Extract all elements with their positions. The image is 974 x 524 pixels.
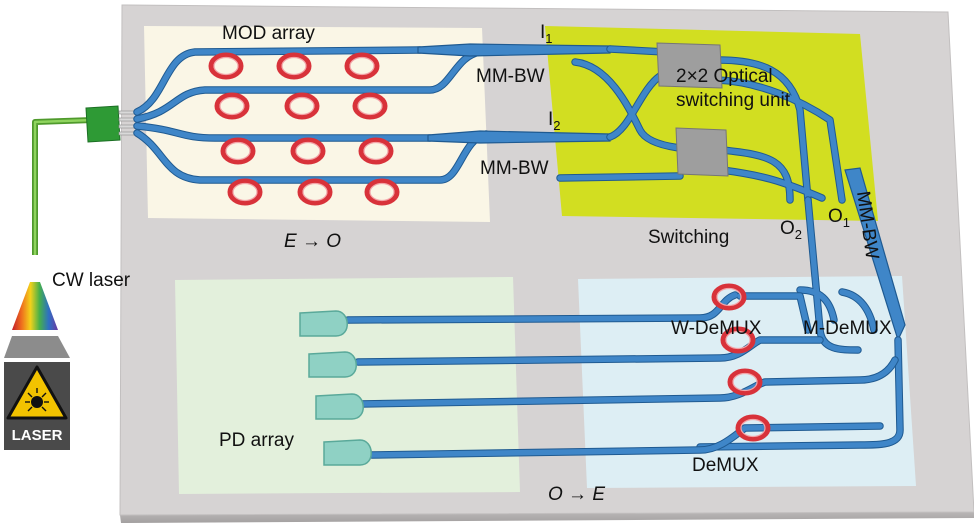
micro-ring	[290, 137, 326, 165]
mod-array-label: MOD array	[222, 23, 315, 44]
micro-ring	[284, 92, 320, 120]
switch-unit-1	[656, 42, 723, 89]
micro-ring	[214, 92, 250, 120]
micro-ring	[720, 326, 756, 354]
mm-bw-taper-mid	[427, 130, 611, 144]
mm-bw-top-label: MM-BW	[476, 66, 545, 87]
mod-rings	[208, 52, 400, 206]
pd-array	[299, 310, 372, 466]
laser-sign-label: LASER	[12, 427, 63, 444]
demux-region	[578, 276, 916, 488]
output-1-label: O1	[828, 206, 850, 230]
e-to-o-label: E → O	[284, 231, 341, 252]
photodetector	[315, 393, 364, 420]
mm-bw-mid-label: MM-BW	[480, 158, 549, 179]
mm-bw-taper-right	[844, 167, 906, 342]
micro-ring	[208, 52, 244, 80]
micro-ring	[344, 52, 380, 80]
micro-ring	[352, 92, 388, 120]
rainbow-beam-icon	[12, 282, 58, 330]
fiber-array-connector	[85, 105, 121, 143]
photodetector	[323, 439, 372, 466]
laser-hazard-symbol	[31, 396, 43, 408]
w-demux-label: W-DeMUX	[671, 318, 762, 339]
m-demux-label: M-DeMUX	[803, 318, 892, 339]
switch-unit-2	[675, 127, 729, 177]
micro-ring	[364, 178, 400, 206]
micro-ring	[276, 52, 312, 80]
output-2-label: O2	[780, 218, 802, 242]
micro-ring	[220, 137, 256, 165]
micro-ring	[297, 178, 333, 206]
demux-rings	[711, 283, 771, 442]
mm-bw-taper-top	[417, 43, 611, 57]
photodetector	[308, 351, 357, 378]
cw-laser-label: CW laser	[52, 270, 131, 291]
pd-region	[175, 277, 520, 494]
micro-ring	[711, 283, 747, 311]
demux-label: DeMUX	[692, 455, 759, 476]
micro-ring	[358, 137, 394, 165]
micro-ring	[735, 414, 771, 442]
optical-fiber-highlight	[33, 118, 94, 255]
input-2-label: I2	[548, 109, 561, 133]
micro-ring	[727, 368, 763, 396]
laser-hazard-rays	[25, 388, 49, 412]
bus-waveguides	[696, 196, 904, 451]
switch-region	[545, 26, 878, 221]
pd-array-label: PD array	[219, 430, 294, 451]
input-1-label: I1	[540, 22, 553, 46]
photodetector	[299, 310, 348, 337]
laser-aperture	[4, 336, 70, 358]
o-to-e-label: O → E	[548, 484, 605, 505]
micro-ring	[227, 178, 263, 206]
optical-fiber	[32, 117, 94, 255]
switch-unit-label: 2×2 Optical switching unit	[676, 66, 791, 111]
switching-label: Switching	[648, 227, 729, 248]
